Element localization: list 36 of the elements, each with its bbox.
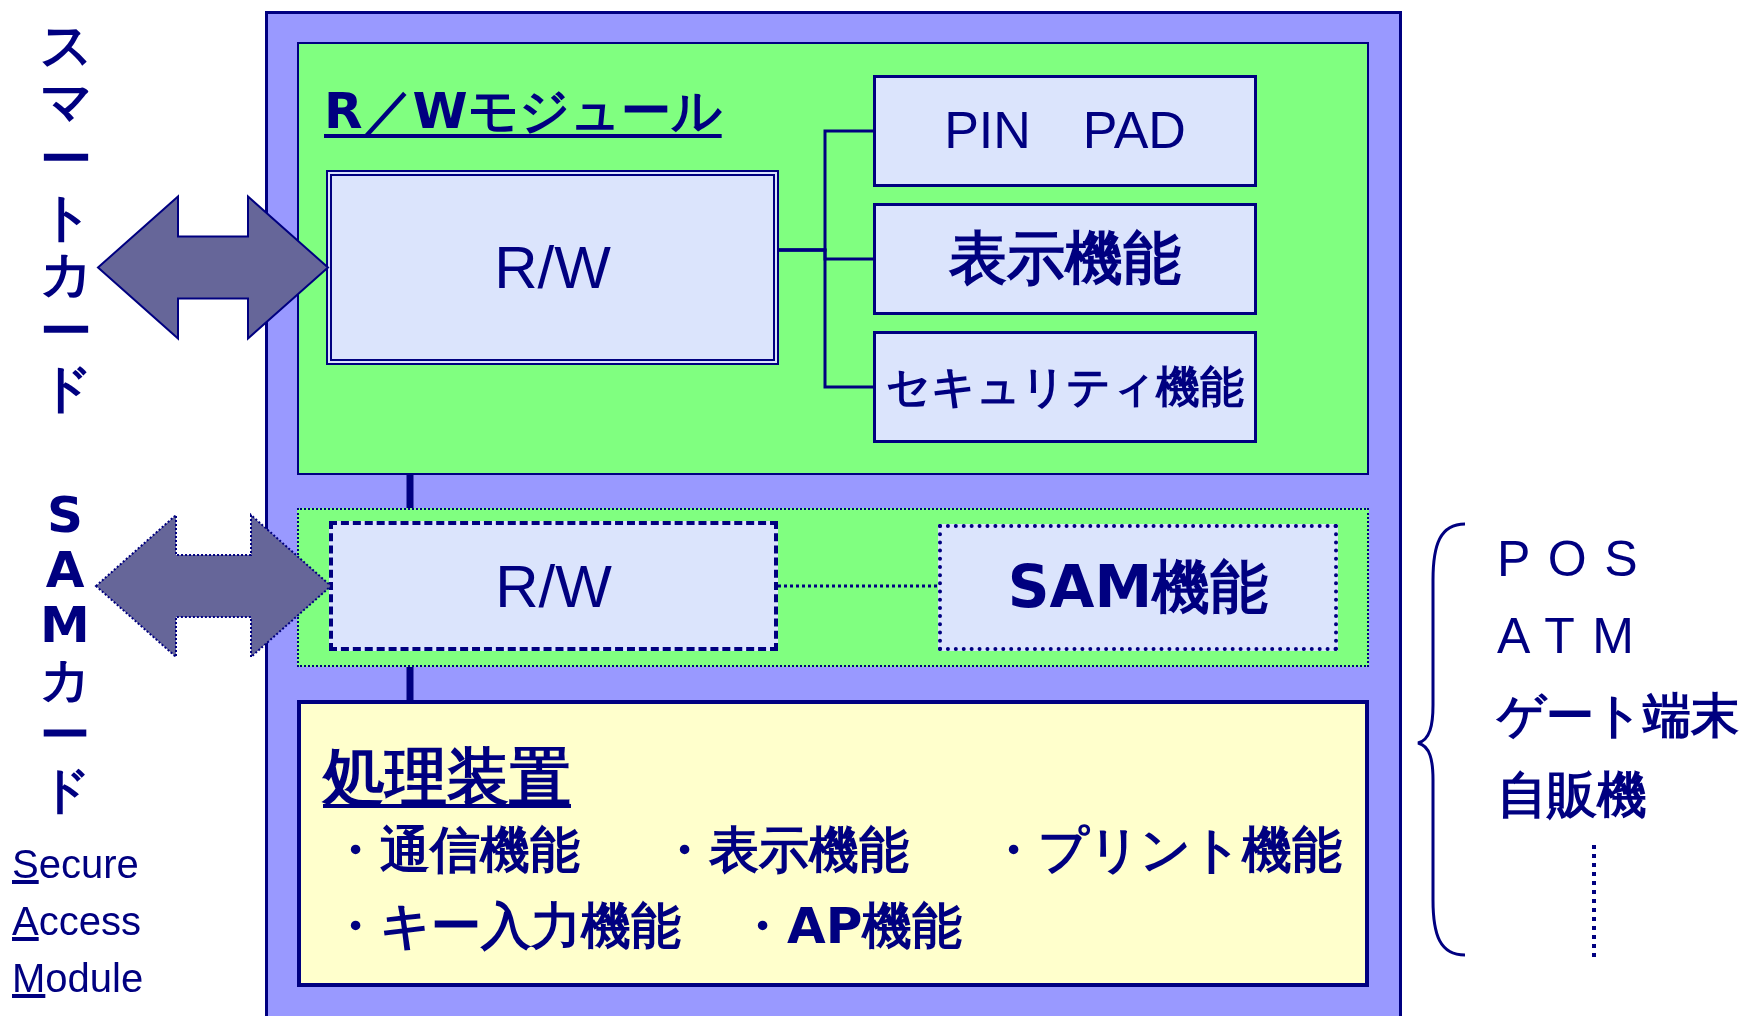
function-item: ・通信機能 — [330, 820, 580, 881]
box-label: セキュリティ機能 — [886, 359, 1244, 414]
box-label: R/W — [495, 551, 612, 621]
sam-panel — [297, 508, 1369, 667]
vertical-label: SAMカード — [40, 488, 90, 828]
reader-box — [329, 521, 778, 651]
terminal-label: POS — [1497, 530, 1656, 588]
connector-line — [406, 667, 414, 700]
reader-box — [326, 170, 779, 365]
double-arrow — [96, 194, 330, 341]
function-box — [873, 331, 1257, 443]
processor-box — [297, 700, 1369, 987]
connector-line — [779, 248, 873, 389]
processor-title: 処理装置 — [323, 739, 571, 815]
terminal-label: 自販機 — [1497, 765, 1647, 826]
function-item: ・表示機能 — [659, 820, 909, 881]
terminal-label: ATM — [1497, 607, 1652, 665]
box-label: SAM機能 — [1007, 551, 1269, 623]
module-title: R／Wモジュール — [324, 81, 722, 142]
double-arrow — [94, 512, 333, 660]
connector-line — [406, 475, 414, 508]
function-box — [873, 75, 1257, 187]
box-label: R/W — [494, 233, 611, 302]
function-box — [873, 203, 1257, 315]
terminal-label: ゲート端末 — [1497, 686, 1739, 745]
function-item: ・キー入力機能 — [330, 896, 681, 957]
function-box — [938, 524, 1338, 651]
vertical-label: スマートカード — [40, 17, 92, 457]
box-label: 表示機能 — [949, 223, 1181, 294]
box-label: PIN PAD — [944, 100, 1186, 161]
module-panel — [297, 42, 1369, 475]
function-item: ・AP機能 — [737, 896, 963, 957]
device-frame — [265, 11, 1402, 1016]
beside-text: Secure Access Module — [12, 841, 145, 1002]
function-item: ・プリント機能 — [988, 820, 1342, 881]
connector-line — [778, 584, 938, 588]
